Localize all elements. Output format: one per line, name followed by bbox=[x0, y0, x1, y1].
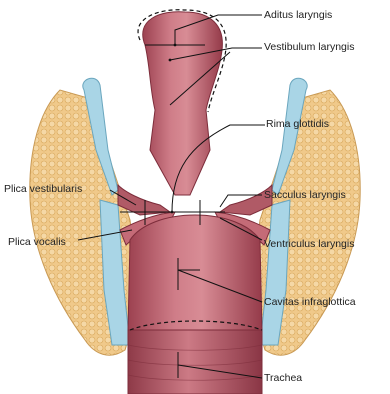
label-trachea: Trachea bbox=[264, 372, 302, 384]
label-cavitas-infraglottica: Cavitas infraglottica bbox=[264, 296, 356, 308]
trachea-tube bbox=[128, 330, 262, 394]
label-rima-glottidis: Rima glottidis bbox=[266, 118, 329, 130]
label-plica-vocalis: Plica vocalis bbox=[8, 236, 66, 248]
label-aditus-laryngis: Aditus laryngis bbox=[264, 9, 332, 21]
epiglottis-mucosa bbox=[143, 12, 223, 195]
label-ventriculus-laryngis: Ventriculus laryngis bbox=[264, 238, 354, 250]
label-vestibulum-laryngis: Vestibulum laryngis bbox=[264, 41, 354, 53]
label-plica-vestibularis: Plica vestibularis bbox=[4, 183, 82, 195]
label-sacculus-laryngis: Sacculus laryngis bbox=[264, 189, 346, 201]
infraglottic-cavity bbox=[128, 215, 262, 330]
